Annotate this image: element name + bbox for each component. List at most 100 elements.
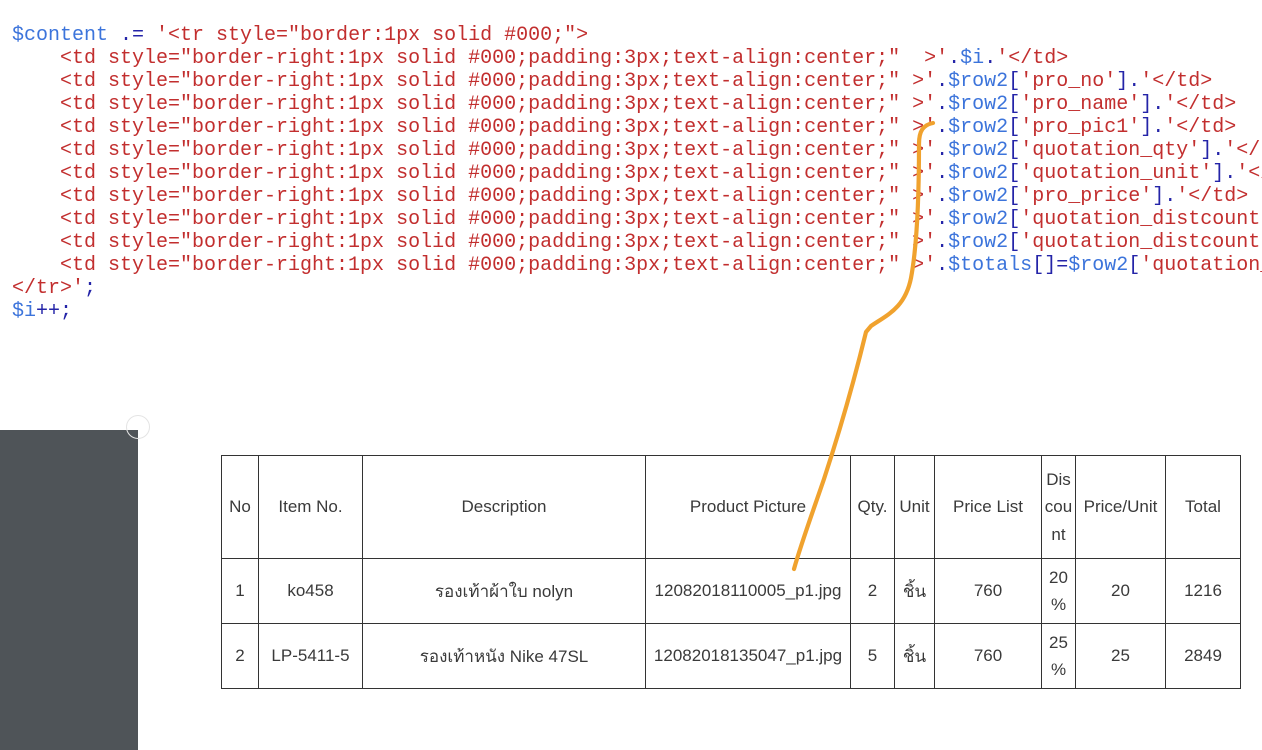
- code-token-str: <td style="border-right:1px solid #000;p…: [12, 254, 937, 277]
- code-line: <td style="border-right:1px solid #000;p…: [12, 139, 1262, 162]
- code-line: <td style="border-right:1px solid #000;p…: [12, 208, 1262, 231]
- code-token-op: .: [936, 162, 949, 185]
- code-token-var: $row2: [948, 208, 1009, 231]
- code-token-op: .: [984, 47, 997, 70]
- code-token-str: <td style="border-right:1px solid #000;p…: [12, 185, 937, 208]
- code-token-op: ]: [1200, 139, 1213, 162]
- table-cell: 2: [850, 558, 895, 624]
- code-token-str: </tr>': [12, 277, 85, 300]
- code-token-op: .: [936, 70, 949, 93]
- code-token-op: .: [936, 231, 949, 254]
- code-token-op: [: [1008, 70, 1021, 93]
- side-panel: [0, 430, 138, 750]
- code-token-str: '</td>: [1224, 139, 1262, 162]
- code-token-op: [: [1008, 231, 1021, 254]
- table-header-cell: Total: [1165, 455, 1241, 559]
- table-cell: 760: [934, 623, 1042, 689]
- code-token-var: $row2: [948, 93, 1009, 116]
- code-token-var: $row2: [948, 231, 1009, 254]
- code-token-str: '</td>: [996, 47, 1069, 70]
- code-line: <td style="border-right:1px solid #000;p…: [12, 93, 1262, 116]
- code-token-var: $content: [12, 24, 109, 47]
- code-token-op: ]: [1140, 93, 1153, 116]
- table-cell: 20 %: [1041, 558, 1076, 624]
- table-cell: รองเท้าหนัง Nike 47SL: [362, 623, 646, 689]
- code-token-op: .: [936, 208, 949, 231]
- code-token-str: <td style="border-right:1px solid #000;p…: [12, 162, 937, 185]
- code-block: $content .= '<tr style="border:1px solid…: [12, 24, 1262, 334]
- table-cell: ชิ้น: [894, 623, 935, 689]
- table-cell: 25: [1075, 623, 1166, 689]
- table-header-cell: Description: [362, 455, 646, 559]
- code-token-str: 'quotation_distcount': [1020, 208, 1262, 231]
- code-token-op: ;: [84, 277, 97, 300]
- code-token-op: ]: [1212, 162, 1225, 185]
- code-token-var: $row2: [948, 70, 1009, 93]
- code-line: </tr>';: [12, 277, 1262, 300]
- table-cell: LP-5411-5: [258, 623, 363, 689]
- code-token-str: <td style="border-right:1px solid #000;p…: [12, 139, 937, 162]
- code-token-op: .: [936, 185, 949, 208]
- code-line: <td style="border-right:1px solid #000;p…: [12, 185, 1262, 208]
- code-token-str: 'quotation_total': [1140, 254, 1262, 277]
- code-token-var: $row2: [948, 162, 1009, 185]
- table-header-cell: Qty.: [850, 455, 895, 559]
- table-header-cell: Unit: [894, 455, 935, 559]
- code-token-op: .: [1152, 116, 1165, 139]
- code-token-op: .: [936, 93, 949, 116]
- code-token-op: .: [936, 139, 949, 162]
- code-token-op: ]: [1140, 116, 1153, 139]
- code-token-str: '</td>: [1140, 70, 1213, 93]
- code-token-var: $row2: [1068, 254, 1129, 277]
- code-token-var: $row2: [948, 185, 1009, 208]
- table-cell: 12082018135047_p1.jpg: [645, 623, 851, 689]
- table-header-cell: Price/Unit: [1075, 455, 1166, 559]
- table-header-cell: Product Picture: [645, 455, 851, 559]
- code-token-str: 'pro_name': [1020, 93, 1141, 116]
- code-token-op: .: [948, 47, 961, 70]
- code-token-str: <td style="border-right:1px solid #000;p…: [12, 231, 937, 254]
- table-cell: 5: [850, 623, 895, 689]
- code-token-var: $i: [12, 300, 37, 323]
- table-cell: 20: [1075, 558, 1166, 624]
- table-cell: 760: [934, 558, 1042, 624]
- corner-circle-mark: [126, 415, 150, 439]
- code-token-op: .: [936, 254, 949, 277]
- table-header-cell: Discount: [1041, 455, 1076, 559]
- code-token-var: $totals: [948, 254, 1033, 277]
- code-token-str: 'pro_pic1': [1020, 116, 1141, 139]
- table-cell: 1216: [1165, 558, 1241, 624]
- code-token-str: 'quotation_qty': [1020, 139, 1201, 162]
- code-token-op: [: [1128, 254, 1141, 277]
- code-token-str: <td style="border-right:1px solid #000;p…: [12, 47, 949, 70]
- code-token-str: '</td>: [1236, 162, 1262, 185]
- code-token-op: .: [1152, 93, 1165, 116]
- code-token-str: '</td>: [1176, 185, 1249, 208]
- code-token-str: 'pro_no': [1020, 70, 1117, 93]
- code-token-op: .: [1128, 70, 1141, 93]
- code-token-str: '</td>: [1164, 116, 1237, 139]
- table-header-cell: Price List: [934, 455, 1042, 559]
- code-token-str: <td style="border-right:1px solid #000;p…: [12, 93, 937, 116]
- code-token-op: [: [1008, 185, 1021, 208]
- table-header-cell: Item No.: [258, 455, 363, 559]
- code-token-op: [: [1008, 208, 1021, 231]
- code-token-op: ]: [1152, 185, 1165, 208]
- table-cell: 25 %: [1041, 623, 1076, 689]
- code-token-str: 'quotation_distcount': [1020, 231, 1262, 254]
- code-line: <td style="border-right:1px solid #000;p…: [12, 47, 1262, 70]
- code-token-str: '<tr style="border:1px solid #000;">: [156, 24, 589, 47]
- code-token-op: .: [1212, 139, 1225, 162]
- code-token-str: <td style="border-right:1px solid #000;p…: [12, 70, 937, 93]
- code-line: $content .= '<tr style="border:1px solid…: [12, 24, 1262, 47]
- table-cell: ko458: [258, 558, 363, 624]
- code-line: <td style="border-right:1px solid #000;p…: [12, 162, 1262, 185]
- code-token-op: .: [1224, 162, 1237, 185]
- code-line: <td style="border-right:1px solid #000;p…: [12, 254, 1262, 277]
- code-line: <td style="border-right:1px solid #000;p…: [12, 70, 1262, 93]
